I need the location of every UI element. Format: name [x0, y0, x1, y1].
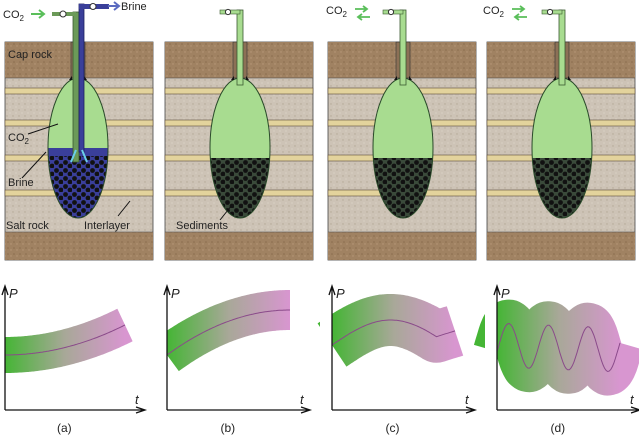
interlayer-label: Interlayer: [84, 220, 130, 232]
chart-caption: (d): [551, 421, 566, 435]
y-axis-label: P: [171, 286, 180, 301]
axes: [163, 283, 313, 414]
co2-in-label: CO2: [3, 9, 25, 23]
axes: [1, 283, 148, 414]
pressure-curve: [496, 323, 621, 373]
arrow-right-icon: [108, 1, 121, 11]
arrow-right-icon: [31, 9, 46, 19]
x-axis-label: t: [300, 392, 305, 407]
valve-icon: [59, 10, 67, 18]
x-axis-label: t: [630, 392, 635, 407]
valve-icon: [387, 8, 395, 16]
chart-caption: (a): [57, 421, 72, 435]
y-axis-label: P: [9, 286, 18, 301]
valve-icon: [224, 8, 232, 16]
rock-panel-b: [164, 8, 314, 261]
co2-cavern-label: CO2: [8, 132, 30, 146]
x-axis-label: t: [135, 392, 140, 407]
chart-caption: (b): [221, 421, 236, 435]
x-axis-label: t: [465, 392, 470, 407]
pressure-curve: [5, 324, 126, 356]
axes: [493, 283, 639, 414]
chart-caption: (c): [386, 421, 400, 435]
pressure-curve: [331, 319, 456, 346]
valve-icon: [546, 8, 554, 16]
rock-panel-c: [327, 8, 477, 261]
co2-bidirectional-c: CO2: [326, 5, 370, 21]
brine-label: Brine: [8, 177, 34, 189]
y-axis-label: P: [336, 286, 345, 301]
salt-rock-label: Salt rock: [6, 220, 49, 232]
rock-panel-d: [486, 8, 636, 261]
pressure-uncertainty-band: [148, 290, 309, 374]
pressure-chart-c: Pt (c): [307, 280, 480, 435]
pressure-curve: [166, 309, 290, 356]
pressure-chart-d: Pt (d): [473, 280, 639, 435]
cap-rock-label: Cap rock: [8, 49, 53, 61]
co2-bidirectional-d: CO2: [483, 5, 527, 21]
panel-a-pipes: [52, 3, 109, 163]
pressure-chart-a: Pt (a): [0, 280, 148, 435]
svg-text:CO2: CO2: [326, 5, 348, 19]
valve-icon: [89, 3, 97, 10]
pressure-uncertainty-band: [0, 307, 142, 373]
sediments-label: Sediments: [176, 220, 228, 232]
pressure-chart-b: Pt (b): [148, 280, 313, 435]
pointer-line: [27, 123, 59, 135]
brine-out-label: Brine: [121, 1, 147, 13]
svg-text:CO2: CO2: [483, 5, 505, 19]
y-axis-label: P: [501, 286, 510, 301]
axes: [328, 283, 478, 414]
